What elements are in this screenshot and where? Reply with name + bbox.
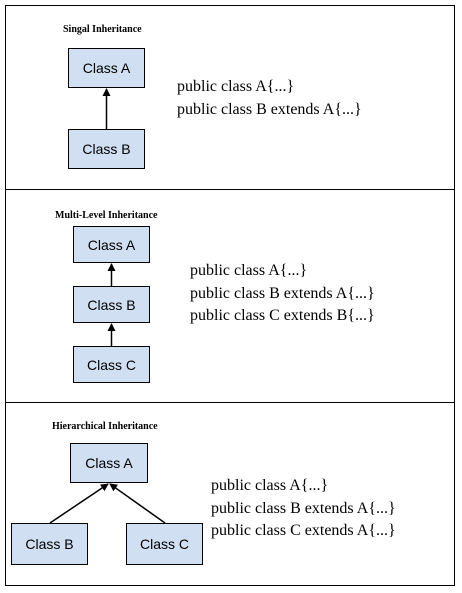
single-code-block: public class A{...} public class B exten… <box>177 76 362 121</box>
code-line: public class B extends A{...} <box>190 284 375 302</box>
code-line: public class B extends A{...} <box>211 499 396 517</box>
hierarchical-class-a-box: Class A <box>70 443 148 483</box>
single-class-b-box: Class B <box>68 129 145 169</box>
hierarchical-class-c-box: Class C <box>126 523 203 565</box>
single-inheritance-title: Singal Inheritance <box>63 24 142 35</box>
multilevel-inheritance-title: Multi-Level Inheritance <box>55 210 158 221</box>
code-line: public class A{...} <box>177 78 295 95</box>
multilevel-class-a-box: Class A <box>73 226 150 263</box>
code-line: public class A{...} <box>190 262 308 279</box>
multilevel-class-c-box: Class C <box>73 346 150 383</box>
code-line: public class C extends A{...} <box>211 522 396 539</box>
hierarchical-inheritance-title: Hierarchical Inheritance <box>52 421 158 432</box>
code-line: public class C extends B{...} <box>190 307 375 324</box>
code-line: public class B extends A{...} <box>177 100 362 118</box>
multilevel-class-b-box: Class B <box>73 286 150 323</box>
single-class-a-box: Class A <box>68 48 145 88</box>
hierarchical-c-to-a-arrow <box>109 483 166 524</box>
hierarchical-code-block: public class A{...} public class B exten… <box>211 475 396 543</box>
multilevel-code-block: public class A{...} public class B exten… <box>190 260 375 328</box>
hierarchical-b-to-a-arrow <box>49 483 109 524</box>
hierarchical-class-b-box: Class B <box>11 523 88 565</box>
code-line: public class A{...} <box>211 477 329 494</box>
